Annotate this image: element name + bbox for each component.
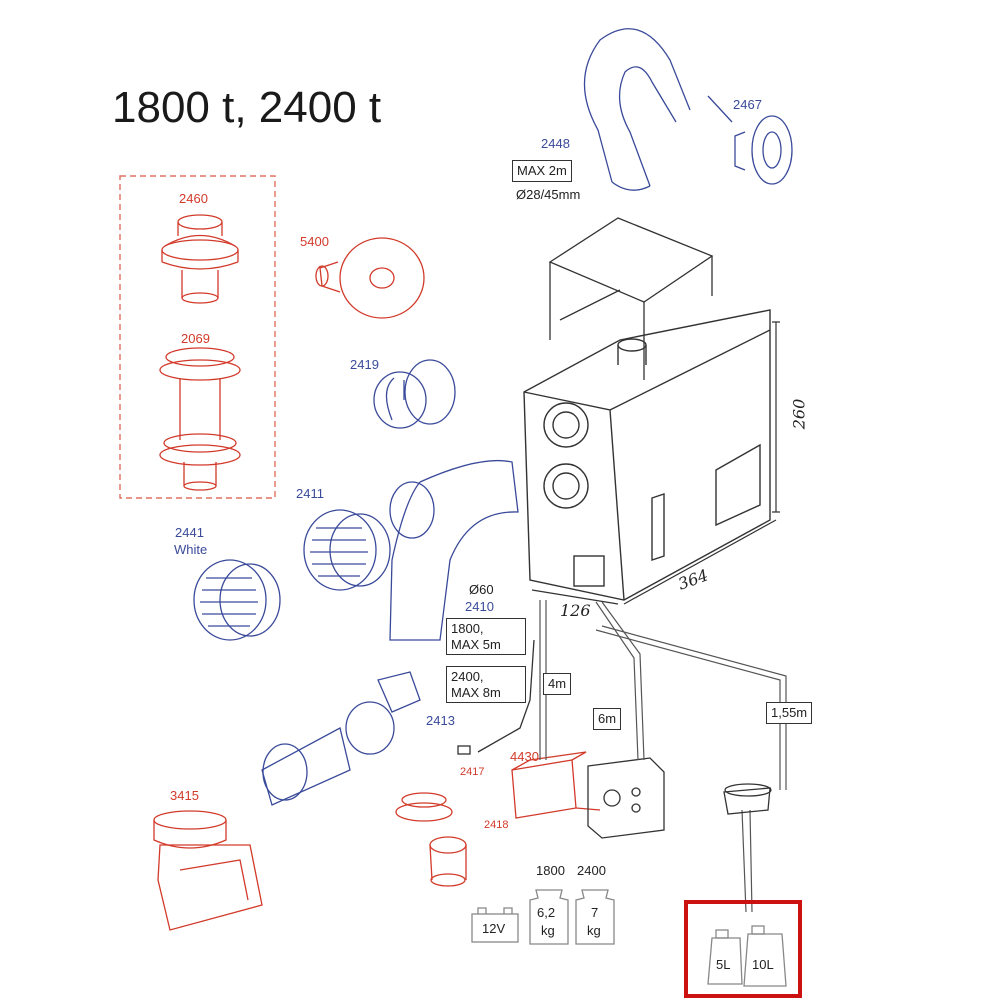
battery-icon — [471, 907, 519, 943]
part-5400-drawing — [315, 237, 425, 319]
fuel-tank-highlight-frame — [684, 900, 802, 998]
fuel-tank-icons — [707, 925, 787, 987]
cable-lines — [539, 600, 787, 913]
exhaust-2400-model: 2400, — [451, 669, 484, 684]
control-panel-drawing — [587, 757, 665, 839]
tank-5l-label: 5L — [716, 957, 731, 972]
exhaust-2400-max: MAX 8m — [451, 684, 501, 700]
label-2418: 2418 — [484, 819, 509, 831]
exhaust-1800-model: 1800, — [451, 621, 484, 636]
label-4430: 4430 — [510, 749, 539, 764]
label-2411: 2411 — [296, 486, 324, 501]
label-2467: 2467 — [733, 97, 762, 112]
weight-1800-icon — [529, 889, 569, 945]
label-2417: 2417 — [460, 766, 485, 778]
label-2069: 2069 — [181, 331, 210, 346]
part-2460-drawing — [161, 214, 239, 304]
label-2448: 2448 — [541, 136, 570, 151]
part-2069-drawing — [159, 347, 241, 491]
cable-155m-box: 1,55m — [766, 702, 813, 724]
spec-model-1800: 1800 — [536, 863, 565, 878]
label-2460: 2460 — [179, 191, 208, 206]
exhaust-diameter: Ø60 — [469, 582, 494, 597]
part-2410-drawing — [389, 459, 519, 641]
exhaust-2400-box: 2400, MAX 8m — [446, 666, 526, 704]
exhaust-1800-max: MAX 5m — [451, 636, 501, 652]
label-2441-white: White — [174, 542, 208, 557]
part-2448-drawing — [583, 28, 691, 191]
label-5400: 5400 — [300, 234, 329, 249]
weight-2400-unit: kg — [587, 923, 601, 938]
part-2411-drawing — [303, 509, 391, 591]
exhaust-1800-box: 1800, MAX 5m — [446, 618, 526, 656]
fuel-pickup-drawing — [723, 783, 772, 815]
part-2413-drawing — [261, 671, 421, 806]
mounting-bracket-drawing — [548, 217, 714, 380]
part-2467-drawing — [707, 95, 793, 185]
part-2419-drawing — [373, 359, 456, 429]
weight-2400-icon — [575, 889, 615, 945]
weight-2400-value: 7 — [591, 905, 599, 920]
dimension-lines — [531, 321, 780, 605]
dimension-width: 126 — [560, 601, 591, 620]
dimension-height: 260 — [789, 398, 809, 430]
heater-unit-drawing — [523, 309, 771, 601]
part-2418-drawing — [395, 792, 467, 887]
tank-10l-label: 10L — [752, 957, 774, 972]
label-3415: 3415 — [170, 788, 199, 803]
label-2419: 2419 — [350, 357, 379, 372]
label-2413: 2413 — [426, 713, 455, 728]
part-3415-drawing — [153, 810, 263, 931]
part-2441-drawing — [193, 559, 281, 641]
cable-6m-box: 6m — [593, 708, 622, 730]
optional-parts-frame — [119, 175, 276, 499]
battery-voltage: 12V — [482, 921, 506, 936]
page-title: 1800 t, 2400 t — [112, 83, 382, 132]
label-2410: 2410 — [465, 599, 494, 614]
part-2417-drawing — [457, 639, 535, 755]
duct-diameter: Ø28/45mm — [516, 187, 581, 202]
weight-1800-unit: kg — [541, 923, 555, 938]
cable-4m-box: 4m — [543, 673, 572, 695]
spec-model-2400: 2400 — [577, 863, 606, 878]
weight-1800-value: 6,2 — [537, 905, 556, 920]
duct-max-length-box: MAX 2m — [512, 160, 572, 182]
label-2441: 2441 — [175, 525, 204, 540]
